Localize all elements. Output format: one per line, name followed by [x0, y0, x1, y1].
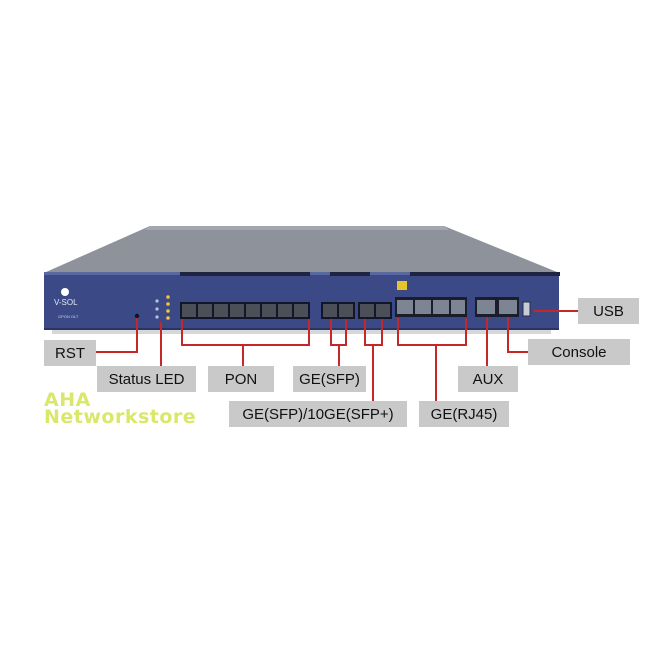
rj45-ports — [395, 297, 467, 317]
watermark-line-1: AHA — [44, 389, 91, 411]
ge-sfp-ports — [321, 302, 355, 319]
aux-label: AUX — [458, 366, 518, 392]
chassis-top — [46, 226, 557, 272]
model-name: GPON OLT — [58, 314, 79, 319]
sfp-plus-ports — [358, 302, 392, 319]
vent-strip — [180, 272, 560, 276]
brand-name: V-SOL — [54, 298, 78, 307]
status-led-label: Status LED — [97, 366, 196, 392]
usb-label: USB — [578, 298, 639, 324]
console-label: Console — [528, 339, 630, 365]
leader-lines — [96, 310, 578, 403]
rst-label: RST — [44, 340, 96, 366]
watermark: AHA Networkstore — [44, 389, 197, 428]
warning-sticker — [397, 281, 407, 290]
ge-sfp-label: GE(SFP) — [293, 366, 366, 392]
ge-sfp-10ge-label: GE(SFP)/10GE(SFP+) — [229, 401, 407, 427]
brand-logo — [61, 288, 69, 296]
usb-port — [522, 301, 531, 317]
ge-rj45-label: GE(RJ45) — [419, 401, 509, 427]
pon-ports — [180, 302, 310, 319]
chassis-front — [44, 272, 559, 330]
watermark-line-2: Networkstore — [44, 406, 197, 428]
reset-pin — [134, 313, 140, 319]
status-leds — [155, 295, 170, 320]
pon-label: PON — [208, 366, 274, 392]
aux-console-ports — [475, 297, 519, 317]
